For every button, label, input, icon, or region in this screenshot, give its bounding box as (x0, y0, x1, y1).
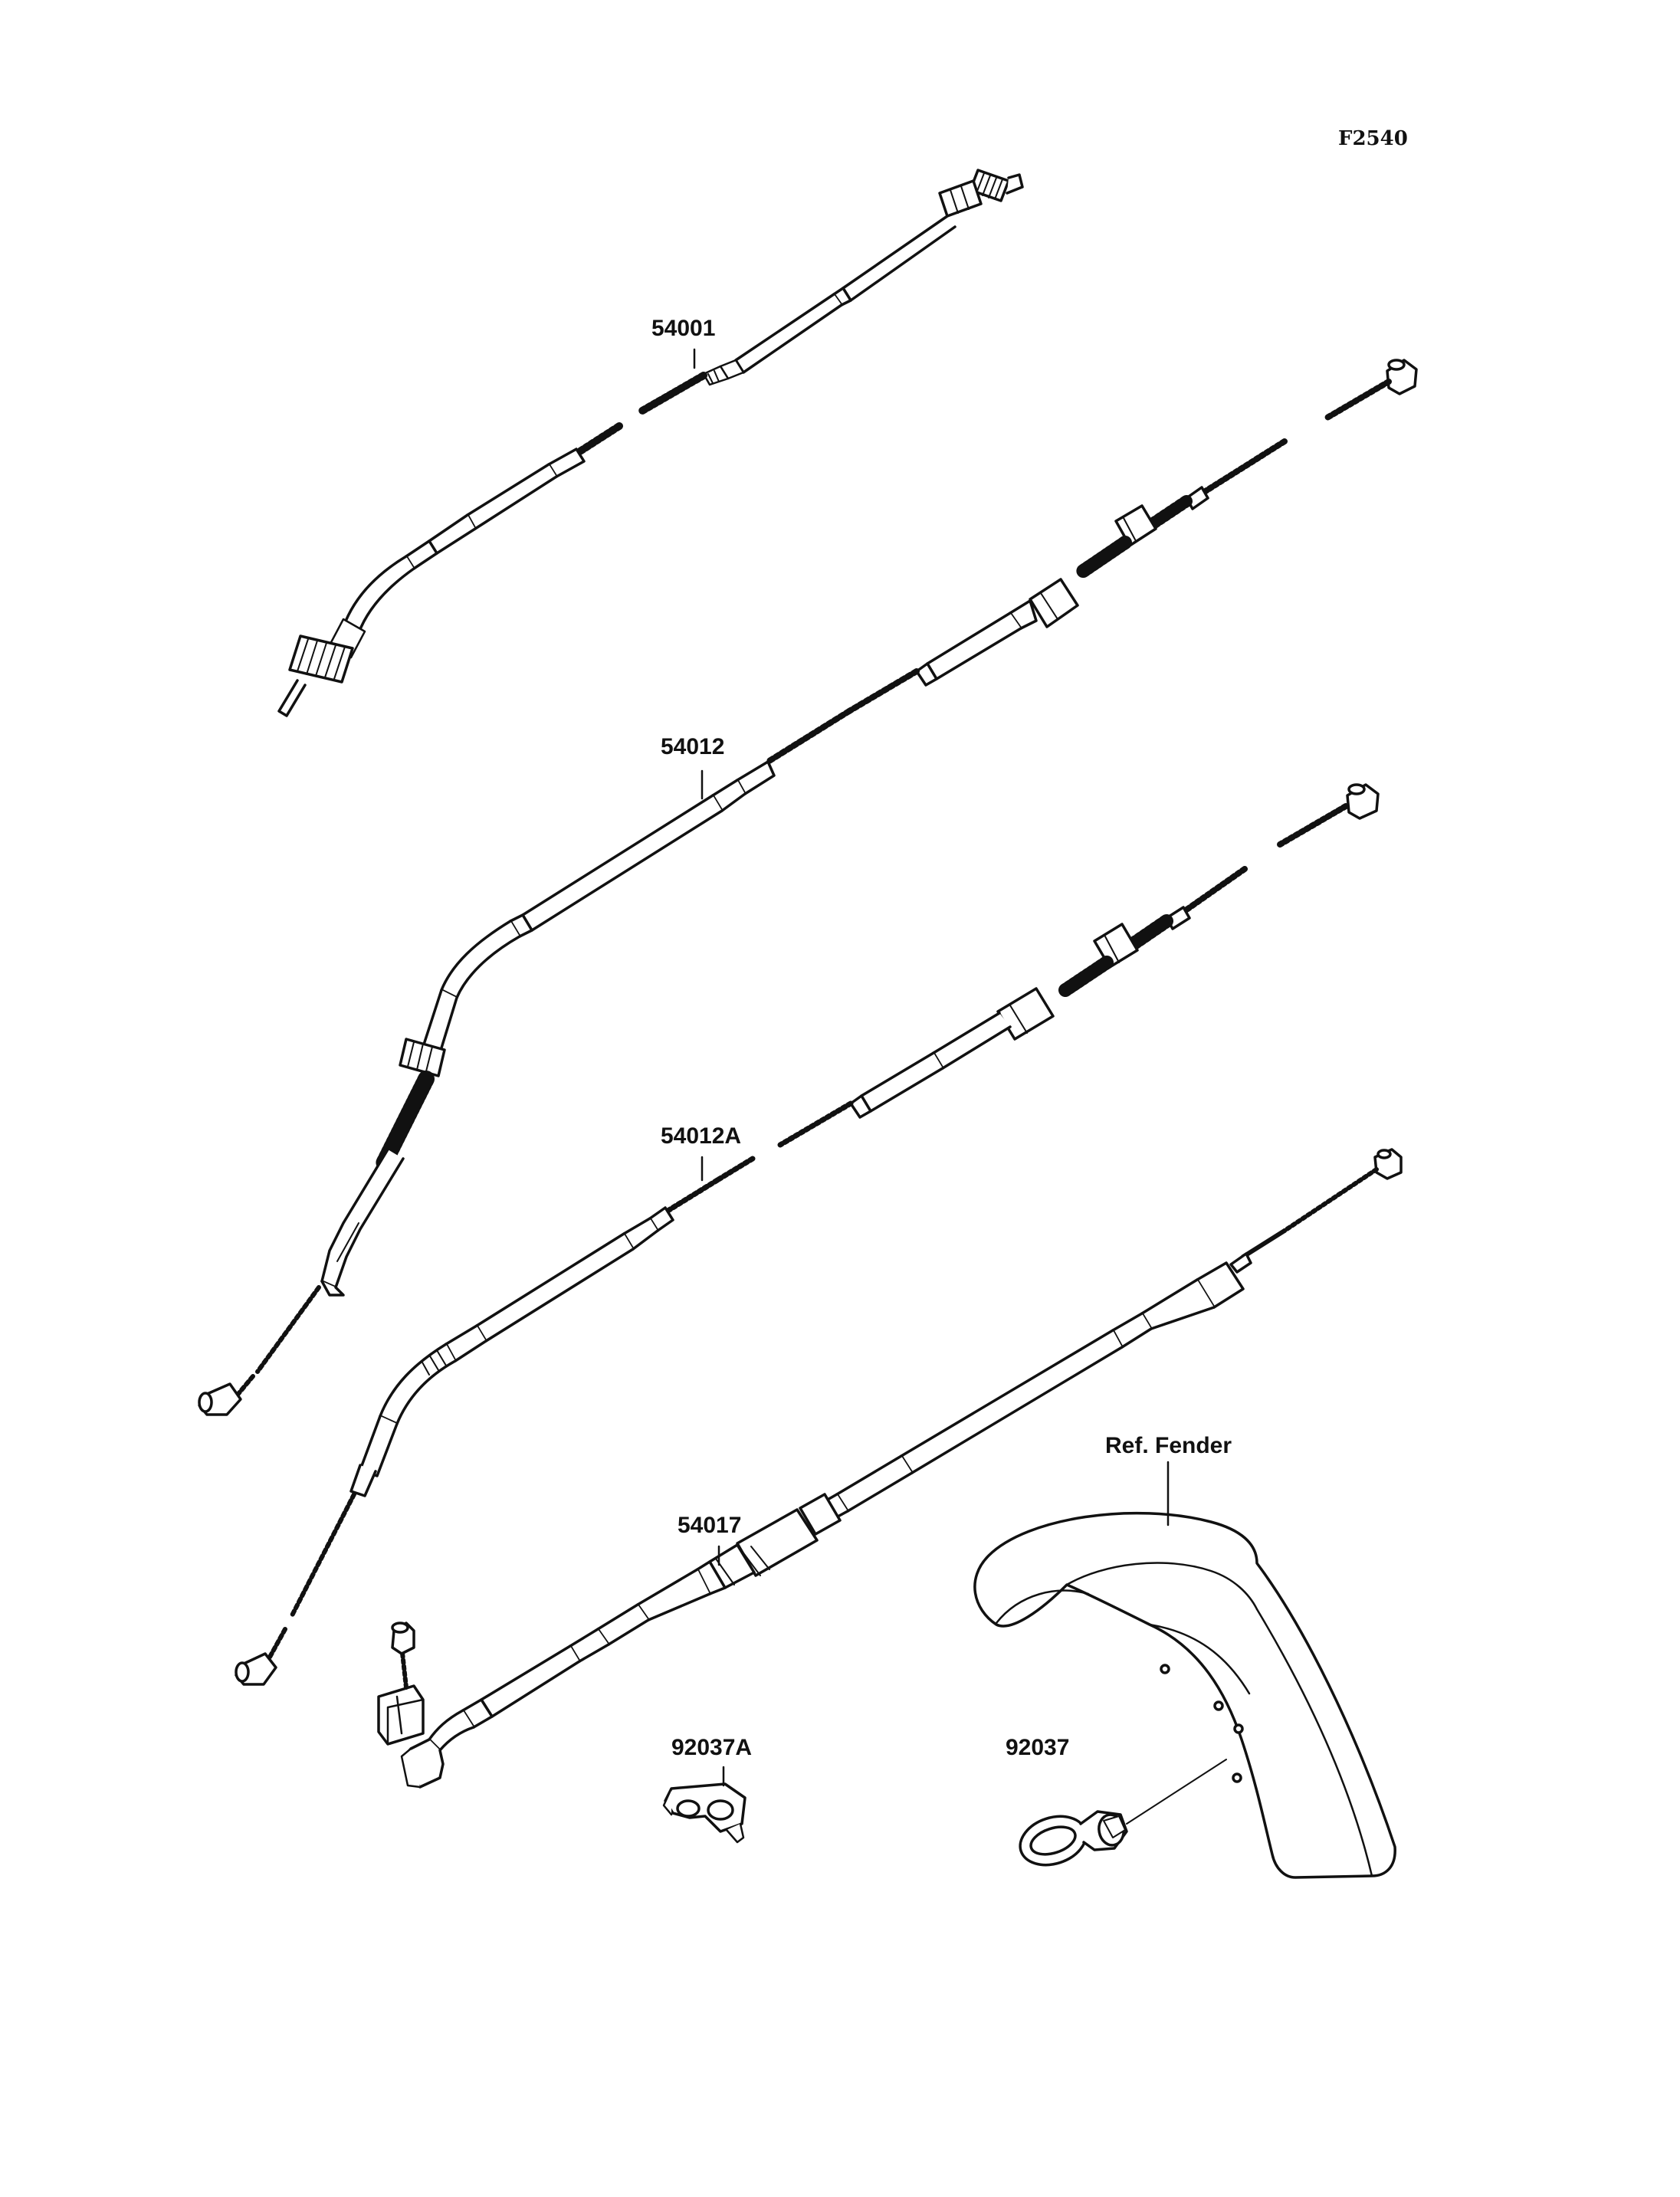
callout-54001: 54001 (651, 316, 716, 341)
figure-code: F2540 (1338, 127, 1408, 150)
grommet-leader-line (1126, 1759, 1227, 1825)
front-fender (973, 1511, 1396, 1879)
callout-92037: 92037 (1006, 1735, 1070, 1760)
callout-54012A: 54012A (661, 1123, 742, 1149)
clamp-92037A (662, 1782, 746, 1844)
callout-ref-fender: Ref. Fender (1105, 1433, 1232, 1458)
speedometer-cable-top-fitting (938, 169, 1024, 218)
speedometer-cable (277, 169, 1024, 717)
leader-lines (693, 348, 1170, 1787)
callout-92037A: 92037A (671, 1735, 753, 1760)
clutch-cable (377, 1148, 1403, 1789)
throttle-cable-open (198, 359, 1418, 1416)
throttle-cable-close (235, 783, 1380, 1686)
grommet-92037 (1019, 1810, 1128, 1867)
callout-54017: 54017 (678, 1513, 742, 1538)
callout-54012: 54012 (661, 734, 725, 759)
